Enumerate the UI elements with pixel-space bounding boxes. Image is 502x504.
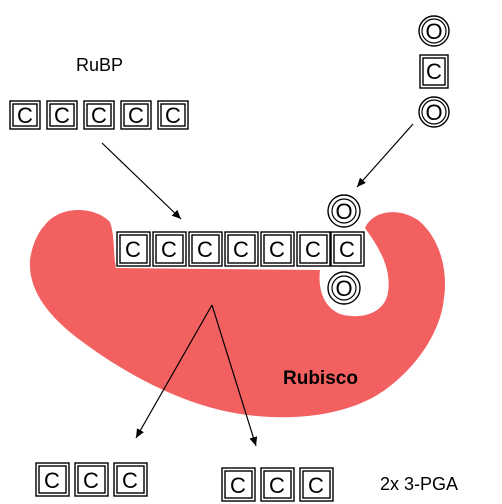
svg-text:C: C (128, 103, 144, 128)
svg-text:C: C (230, 473, 246, 498)
co2-to-enzyme-arrow (356, 123, 414, 188)
carbon-atom: C (116, 231, 151, 267)
rubisco-label: Rubisco (283, 368, 358, 389)
carbon-atom: C (152, 231, 187, 267)
co2-molecule: O C O (418, 15, 450, 128)
carbon-atom: C (83, 100, 115, 130)
svg-text:O: O (425, 100, 442, 125)
carbon-atom: C (35, 462, 70, 497)
rubp-chain: C C C C C (9, 100, 189, 130)
product-chain-right: C C C (221, 467, 334, 502)
oxygen-atom: O (418, 96, 450, 128)
carbon-atom: C (113, 462, 148, 497)
carbon-atom: C (120, 100, 152, 130)
svg-text:C: C (122, 468, 138, 493)
bound-chain: C C C C C C C (116, 231, 365, 267)
svg-text:C: C (305, 237, 321, 262)
bound-oxygen-top: O (327, 194, 361, 228)
svg-text:C: C (83, 468, 99, 493)
carbon-atom: C (330, 231, 365, 267)
svg-text:C: C (125, 237, 141, 262)
rubisco-enzyme-shape (29, 209, 445, 418)
svg-text:C: C (339, 237, 355, 262)
rubp-label: RuBP (76, 55, 123, 75)
carbon-atom: C (224, 231, 259, 267)
carbon-atom: C (157, 100, 189, 130)
svg-text:C: C (426, 59, 442, 84)
svg-text:C: C (161, 237, 177, 262)
split-arrow-left (135, 304, 213, 439)
carbon-atom: C (260, 467, 295, 502)
svg-text:C: C (54, 103, 70, 128)
svg-text:C: C (308, 473, 324, 498)
carbon-atom: C (9, 100, 41, 130)
carbon-atom: C (46, 100, 78, 130)
carbon-atom: C (419, 54, 449, 89)
carbon-atom: C (260, 231, 295, 267)
svg-text:O: O (335, 276, 352, 301)
svg-text:C: C (197, 237, 213, 262)
svg-text:C: C (165, 103, 181, 128)
carbon-atom: C (296, 231, 331, 267)
svg-text:C: C (269, 237, 285, 262)
rubp-to-enzyme-arrow (101, 142, 182, 220)
split-arrow-right (211, 304, 258, 447)
svg-text:C: C (269, 473, 285, 498)
bound-oxygen-bottom: O (327, 271, 361, 305)
svg-text:C: C (17, 103, 33, 128)
carbon-atom: C (299, 467, 334, 502)
svg-text:C: C (44, 468, 60, 493)
carbon-atom: C (221, 467, 256, 502)
svg-text:O: O (425, 19, 442, 44)
svg-text:C: C (91, 103, 107, 128)
product-label: 2x 3-PGA (380, 474, 458, 494)
svg-text:C: C (233, 237, 249, 262)
carbon-atom: C (188, 231, 223, 267)
product-chain-left: C C C (35, 462, 148, 497)
svg-text:O: O (335, 199, 352, 224)
carbon-atom: C (74, 462, 109, 497)
oxygen-atom: O (418, 15, 450, 47)
